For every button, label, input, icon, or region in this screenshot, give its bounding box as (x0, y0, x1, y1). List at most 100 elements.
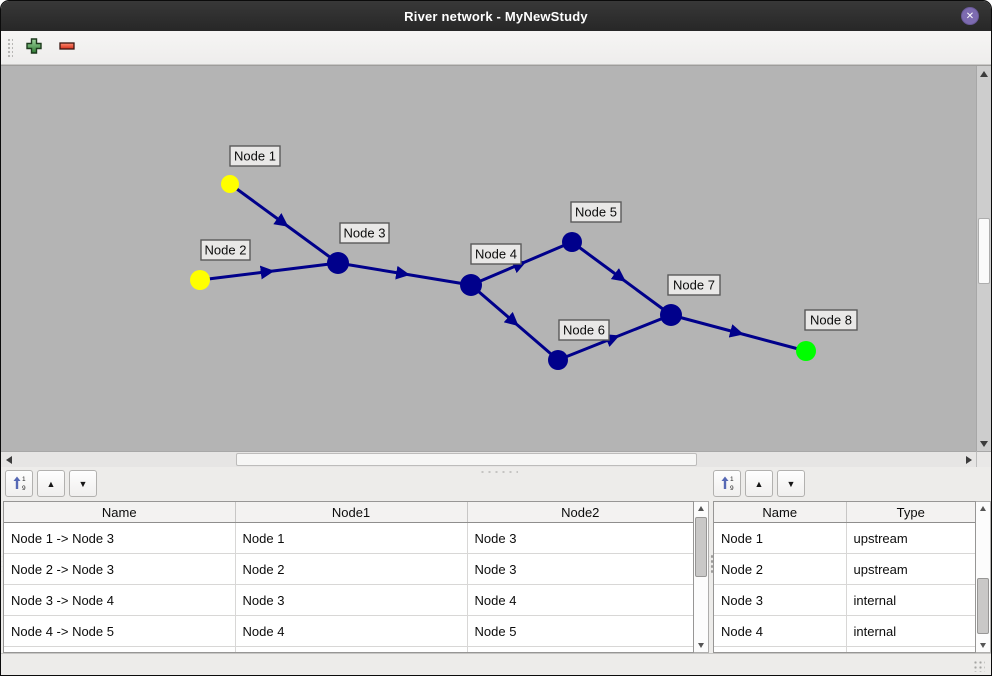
column-header[interactable]: Node1 (235, 502, 468, 523)
table-cell[interactable]: Node 3 (467, 522, 693, 554)
table-cell[interactable]: internal (846, 615, 975, 647)
river-edge[interactable] (337, 261, 472, 287)
river-node[interactable] (460, 274, 482, 296)
column-header[interactable]: Node2 (467, 502, 693, 523)
toolbar-drag-handle[interactable] (6, 36, 13, 59)
canvas-vertical-scrollbar[interactable] (976, 66, 991, 451)
move-down-button[interactable]: ▼ (777, 470, 805, 497)
river-node[interactable] (548, 350, 568, 370)
river-node[interactable] (796, 341, 816, 361)
move-up-button[interactable]: ▲ (745, 470, 773, 497)
scroll-down-icon[interactable] (694, 639, 708, 652)
node-label-box (558, 319, 610, 341)
table-cell[interactable] (846, 646, 975, 652)
river-edge[interactable] (199, 261, 339, 282)
table-cell[interactable]: Node 1 (235, 522, 468, 554)
svg-text:1: 1 (730, 476, 734, 483)
node-label: Node 2 (205, 243, 247, 258)
scroll-up-icon[interactable] (694, 502, 708, 515)
table-cell[interactable]: Node 5 (467, 615, 693, 647)
links-table-toolbar: 1 9 ▲ ▼ (5, 470, 101, 497)
status-bar (1, 653, 991, 675)
horizontal-splitter-handle[interactable] (478, 469, 518, 474)
table-cell[interactable]: Node 1 -> Node 3 (4, 522, 236, 554)
scroll-down-icon[interactable] (976, 639, 990, 652)
table-cell[interactable]: Node 1 (714, 522, 847, 554)
scroll-thumb[interactable] (695, 517, 707, 577)
table-cell[interactable]: Node 3 (467, 553, 693, 585)
links-table-scrollbar[interactable] (694, 501, 709, 653)
add-button[interactable] (21, 35, 47, 61)
column-header[interactable]: Name (4, 502, 236, 523)
close-icon[interactable]: ✕ (961, 7, 979, 25)
table-cell[interactable] (4, 646, 236, 652)
table-cell[interactable]: upstream (846, 522, 975, 554)
table-cell[interactable]: Node 4 -> Node 5 (4, 615, 236, 647)
scroll-up-icon[interactable] (977, 66, 991, 81)
remove-button[interactable] (54, 35, 80, 61)
scroll-down-icon[interactable] (977, 436, 991, 451)
table-cell[interactable] (714, 646, 847, 652)
column-header[interactable]: Type (846, 502, 975, 523)
river-edge[interactable] (571, 240, 672, 317)
sort-button[interactable]: 1 9 (713, 470, 741, 497)
river-edge[interactable] (670, 313, 807, 353)
table-cell[interactable]: internal (846, 584, 975, 616)
scroll-thumb[interactable] (976, 578, 989, 634)
table-row-partial (4, 646, 693, 652)
river-edge[interactable] (229, 182, 339, 265)
horizontal-scroll-thumb[interactable] (236, 453, 697, 466)
main-toolbar (1, 31, 991, 65)
nodes-table-scrollbar[interactable] (975, 501, 991, 653)
node-label: Node 8 (810, 313, 852, 328)
table-cell[interactable]: Node 4 (714, 615, 847, 647)
move-up-button[interactable]: ▲ (37, 470, 65, 497)
scroll-up-icon[interactable] (976, 502, 990, 515)
svg-text:9: 9 (22, 485, 26, 491)
table-cell[interactable]: Node 2 (235, 553, 468, 585)
river-node[interactable] (190, 270, 210, 290)
table-cell[interactable] (467, 646, 693, 652)
table-cell[interactable]: upstream (846, 553, 975, 585)
table-cell[interactable]: Node 3 -> Node 4 (4, 584, 236, 616)
down-arrow-icon: ▼ (786, 478, 796, 489)
table-cell[interactable]: Node 4 (467, 584, 693, 616)
sort-button[interactable]: 1 9 (5, 470, 33, 497)
river-node[interactable] (327, 252, 349, 274)
scroll-left-icon[interactable] (1, 452, 16, 467)
river-node[interactable] (221, 175, 239, 193)
table-cell[interactable]: Node 3 (714, 584, 847, 616)
titlebar[interactable]: River network - MyNewStudy ✕ (1, 1, 991, 31)
river-node[interactable] (660, 304, 682, 326)
river-edge[interactable] (470, 283, 559, 362)
node-label-box (470, 243, 522, 265)
table-cell[interactable] (235, 646, 468, 652)
move-down-button[interactable]: ▼ (69, 470, 97, 497)
sort-1-9-icon: 1 9 (12, 475, 27, 493)
river-node[interactable] (562, 232, 582, 252)
node-label: Node 4 (475, 247, 517, 262)
table-cell[interactable]: Node 4 (235, 615, 468, 647)
resize-grip-icon[interactable] (972, 659, 985, 672)
table-cell[interactable]: Node 3 (235, 584, 468, 616)
vertical-splitter-handle[interactable] (709, 553, 713, 575)
canvas-horizontal-scrollbar[interactable] (1, 451, 976, 467)
table-cell[interactable]: Node 2 (714, 553, 847, 585)
table-cell[interactable]: Node 2 -> Node 3 (4, 553, 236, 585)
vertical-scroll-thumb[interactable] (978, 218, 990, 284)
column-header[interactable]: Name (714, 502, 847, 523)
scroll-right-icon[interactable] (961, 452, 976, 467)
river-edge[interactable] (557, 313, 672, 362)
